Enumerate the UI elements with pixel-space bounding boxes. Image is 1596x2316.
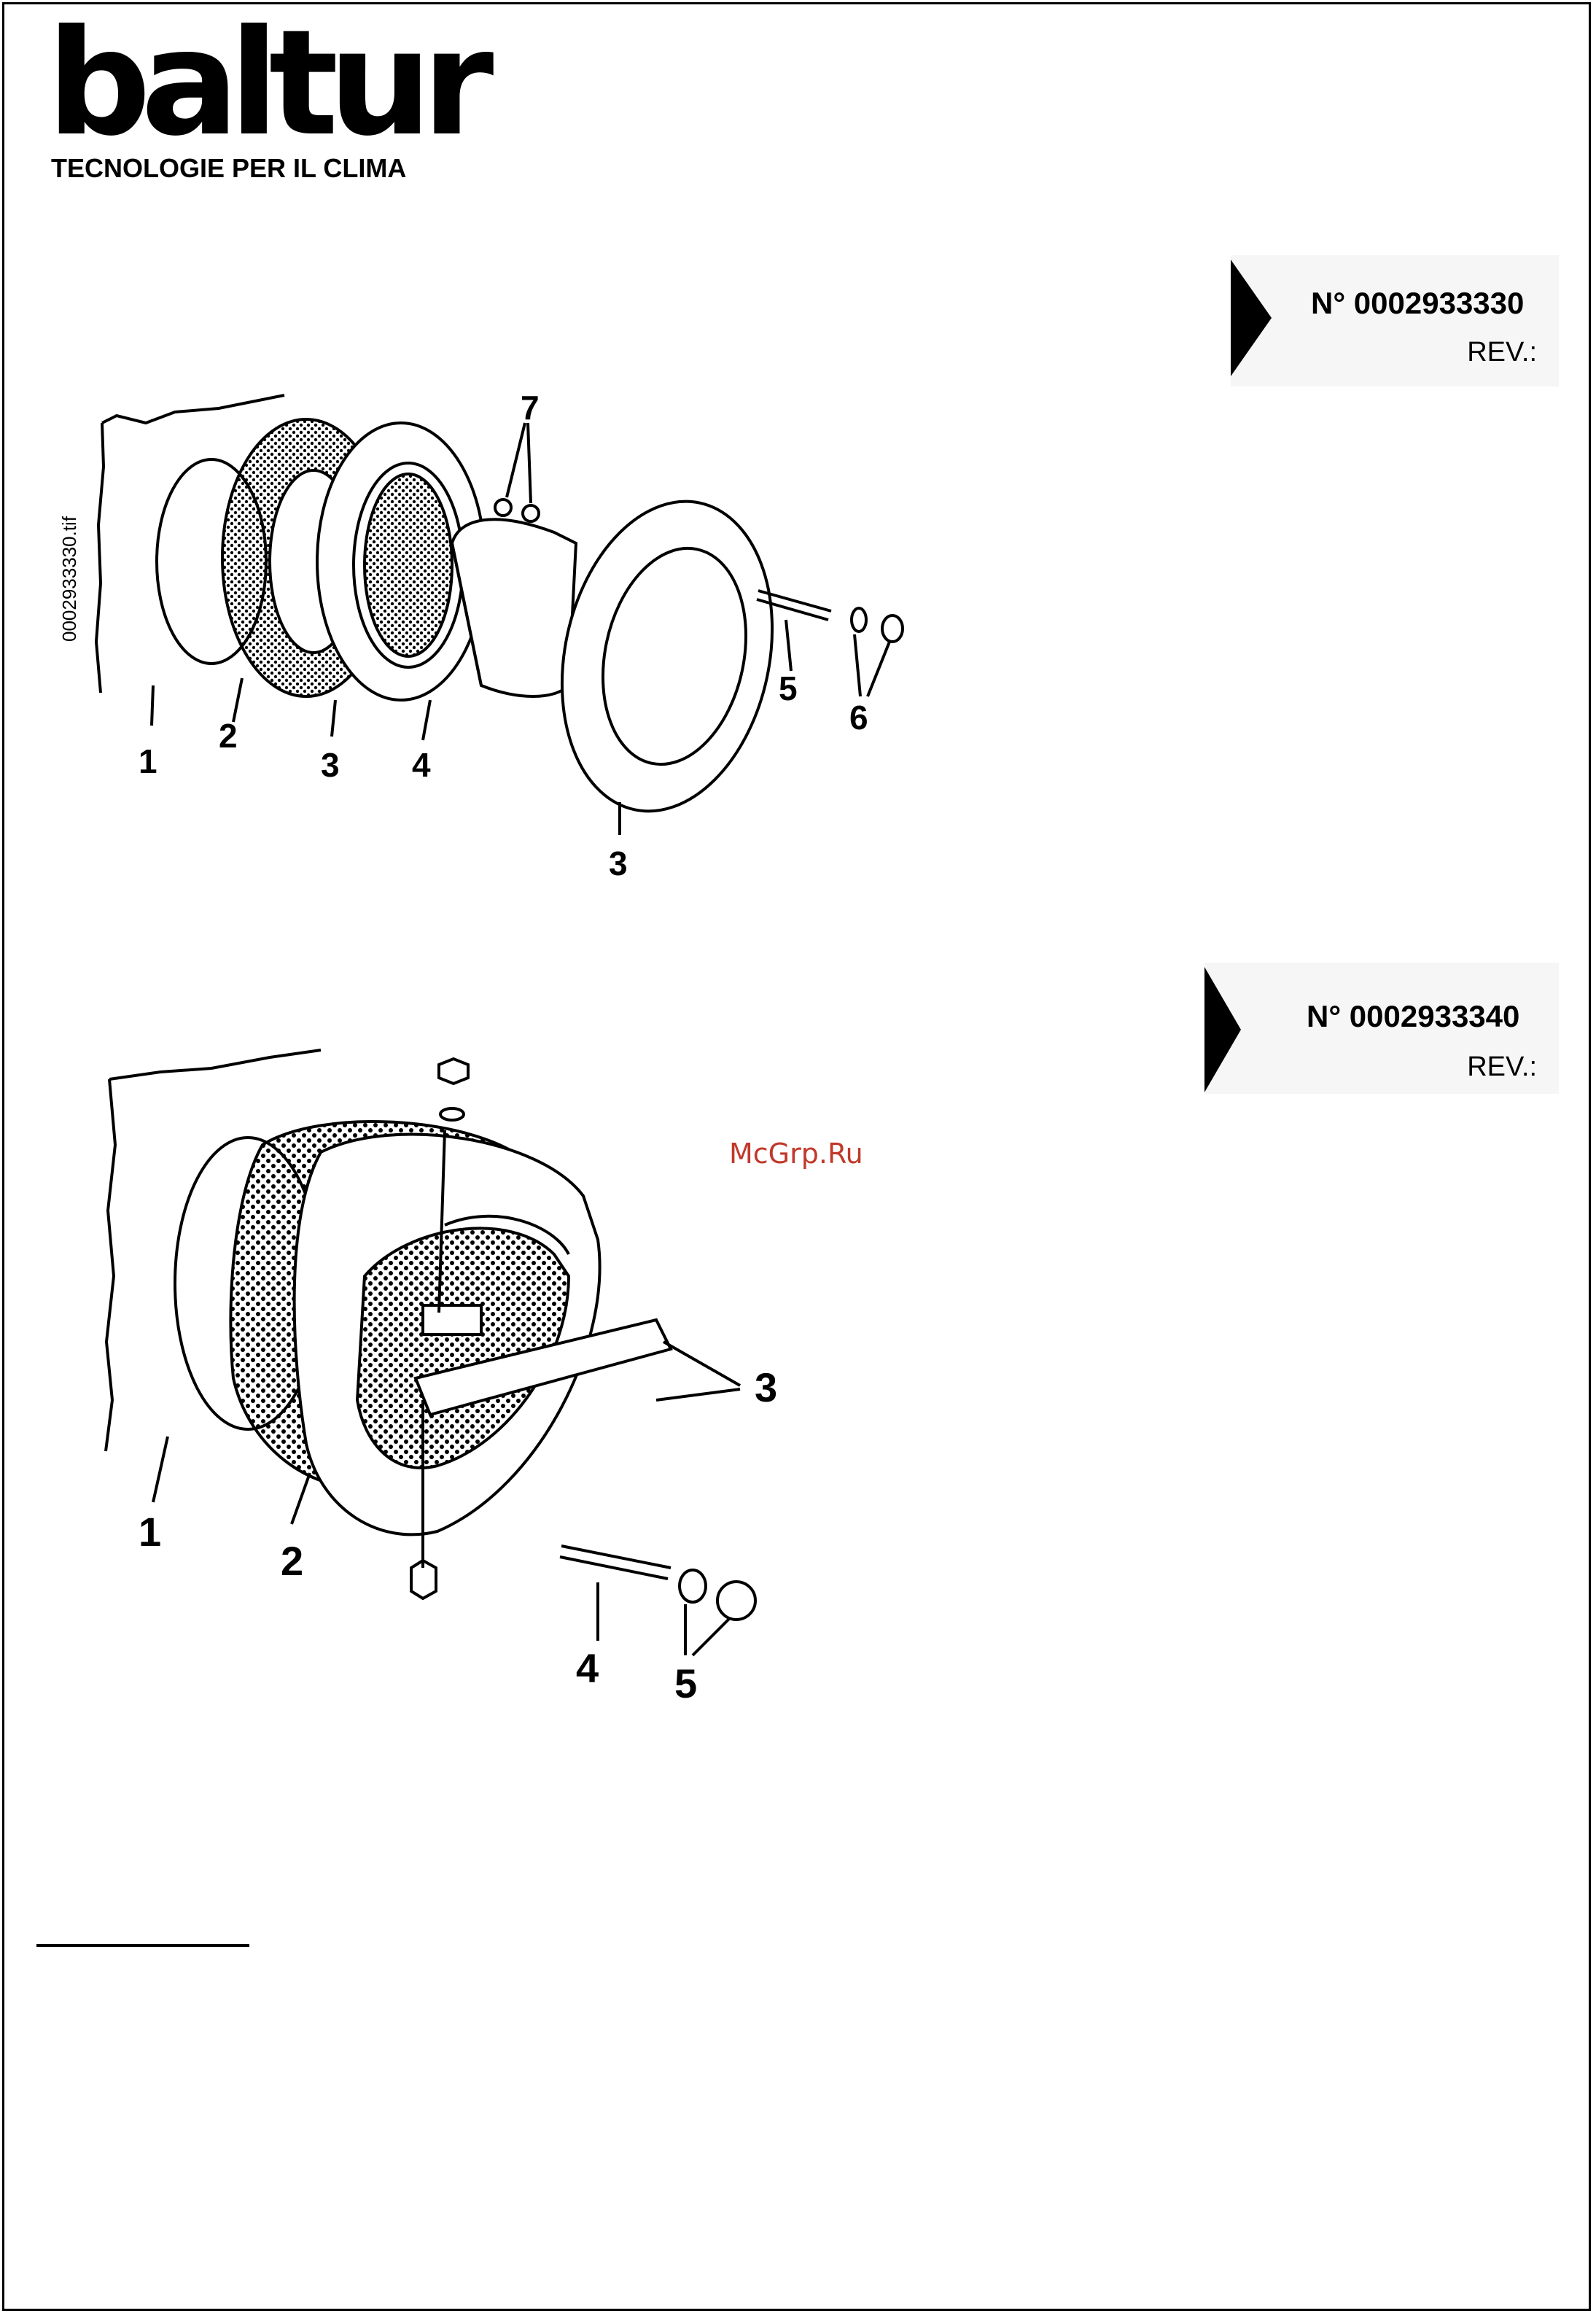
callout-label: 4 — [412, 746, 431, 784]
reference-rev: REV.: — [1467, 337, 1537, 368]
callout-label: 3 — [755, 1364, 777, 1410]
callout-label: 4 — [576, 1645, 599, 1691]
diagram-2-drawing: 1 2 3 4 5 — [102, 1035, 831, 1728]
callout-label: 3 — [609, 844, 628, 882]
callout-label: 1 — [139, 742, 157, 780]
exploded-diagram-2: 1 2 3 4 5 — [102, 1035, 831, 1728]
reference-block-2: N° 0002933340 REV.: — [1204, 963, 1559, 1094]
reference-rev: REV.: — [1467, 1052, 1537, 1083]
logo-tagline: TECNOLOGIE PER IL CLIMA — [51, 153, 406, 184]
diagram-1-drawing: 1 2 3 4 3 5 6 7 0002933330.tif — [44, 379, 919, 882]
callout-label: 1 — [139, 1509, 161, 1555]
logo-wordmark: baltur — [47, 15, 483, 153]
watermark: McGrp.Ru — [729, 1138, 863, 1170]
callout-label: 2 — [281, 1538, 303, 1584]
callout-label: 7 — [521, 389, 540, 427]
callout-label: 3 — [321, 746, 340, 784]
reference-number: N° 0002933330 — [1311, 286, 1524, 321]
file-label: 0002933330.tif — [58, 516, 80, 642]
callout-label: 6 — [849, 699, 868, 737]
reference-block-1: N° 0002933330 REV.: — [1231, 255, 1559, 386]
exploded-diagram-1: 1 2 3 4 3 5 6 7 0002933330.tif — [44, 379, 919, 882]
callout-label: 5 — [779, 669, 798, 707]
arrow-right-icon — [1231, 260, 1272, 376]
arrow-right-icon — [1204, 967, 1241, 1092]
reference-number: N° 0002933340 — [1307, 999, 1519, 1034]
callout-label: 2 — [219, 717, 238, 755]
footnote-rule — [36, 1944, 249, 1947]
baltur-logo: baltur TECNOLOGIE PER IL CLIMA — [47, 15, 455, 175]
callout-label: 5 — [674, 1660, 697, 1706]
